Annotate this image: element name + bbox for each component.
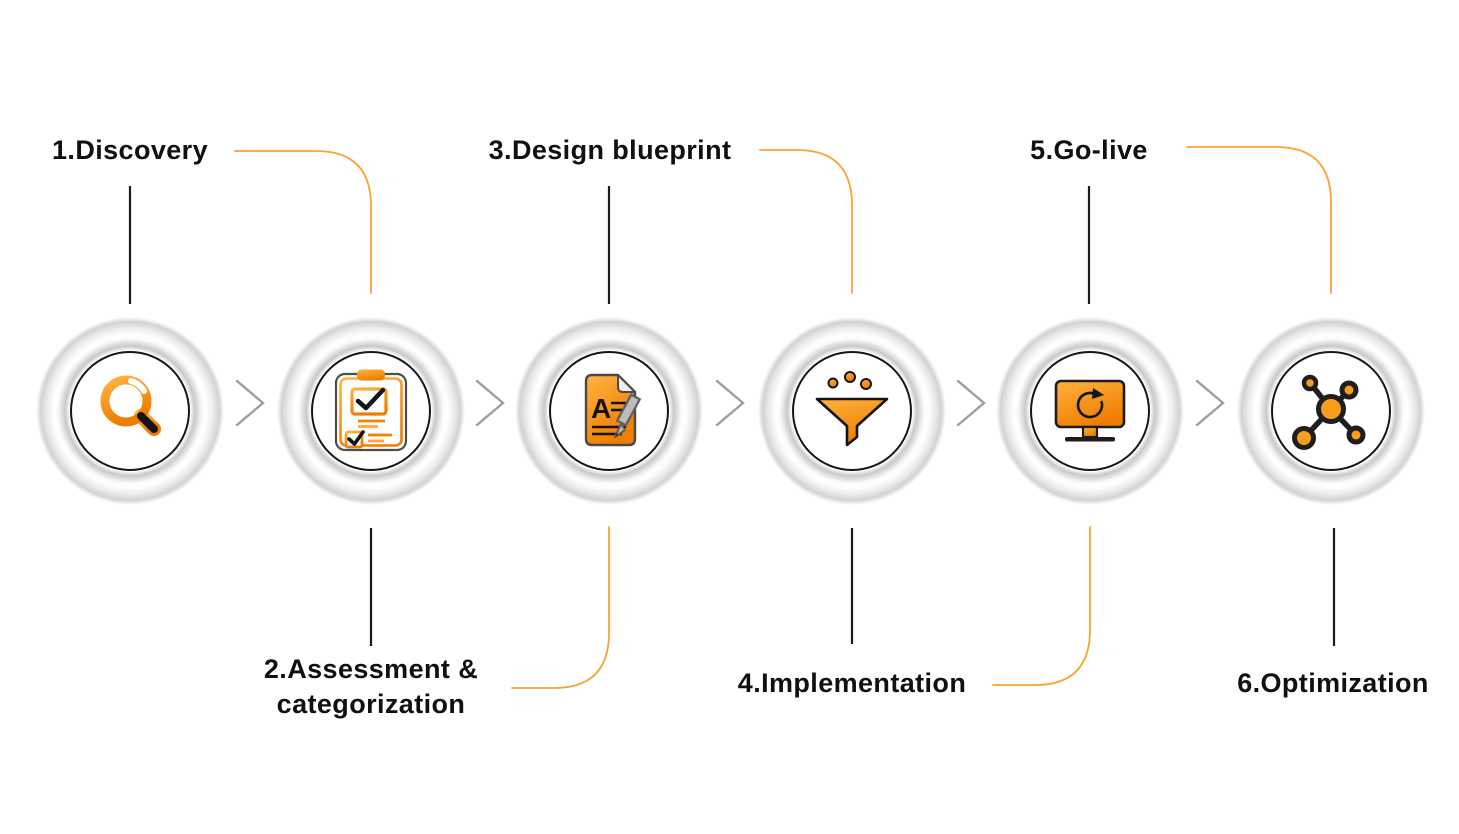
step-circle-3-design-blueprint: A <box>515 317 703 505</box>
chevron-right-icon <box>715 379 745 427</box>
step-inner-circle <box>1271 351 1391 471</box>
step-label-2-assessment: 2.Assessment & categorization <box>263 654 479 720</box>
chevron-right-icon <box>1195 379 1225 427</box>
step-circle-5-go-live <box>996 317 1184 505</box>
step-ring <box>758 317 946 505</box>
monitor-refresh-icon <box>1054 379 1126 442</box>
step-ring <box>996 317 1184 505</box>
step-inner-circle <box>792 351 912 471</box>
step-label-6-optimization: 6.Optimization <box>1237 668 1429 698</box>
step-circle-1-discovery <box>36 317 224 505</box>
step-label-4-implementation: 4.Implementation <box>737 668 967 698</box>
step-inner-circle: A <box>549 351 669 471</box>
funnel-icon <box>815 371 889 447</box>
step-ring <box>277 317 465 505</box>
step-ring <box>36 317 224 505</box>
step-inner-circle <box>311 351 431 471</box>
step-inner-circle <box>70 351 190 471</box>
chevron-right-icon <box>235 379 265 427</box>
network-nodes-icon <box>1292 374 1366 450</box>
chevron-right-icon <box>475 379 505 427</box>
step-label-3-design-blueprint: 3.Design blueprint <box>488 135 732 165</box>
chevron-right-icon <box>956 379 986 427</box>
step-ring <box>1237 317 1425 505</box>
magnifier-icon <box>100 375 161 436</box>
step-label-1-discovery: 1.Discovery <box>52 135 208 165</box>
document-edit-icon: A <box>584 373 642 447</box>
step-circle-2-assessment <box>277 317 465 505</box>
step-circle-4-implementation <box>758 317 946 505</box>
clipboard-checklist-icon <box>334 369 408 452</box>
step-inner-circle <box>1030 351 1150 471</box>
step-circle-6-optimization <box>1237 317 1425 505</box>
step-ring: A <box>515 317 703 505</box>
step-label-5-go-live: 5.Go-live <box>1030 135 1148 165</box>
document-letter: A <box>591 393 611 424</box>
